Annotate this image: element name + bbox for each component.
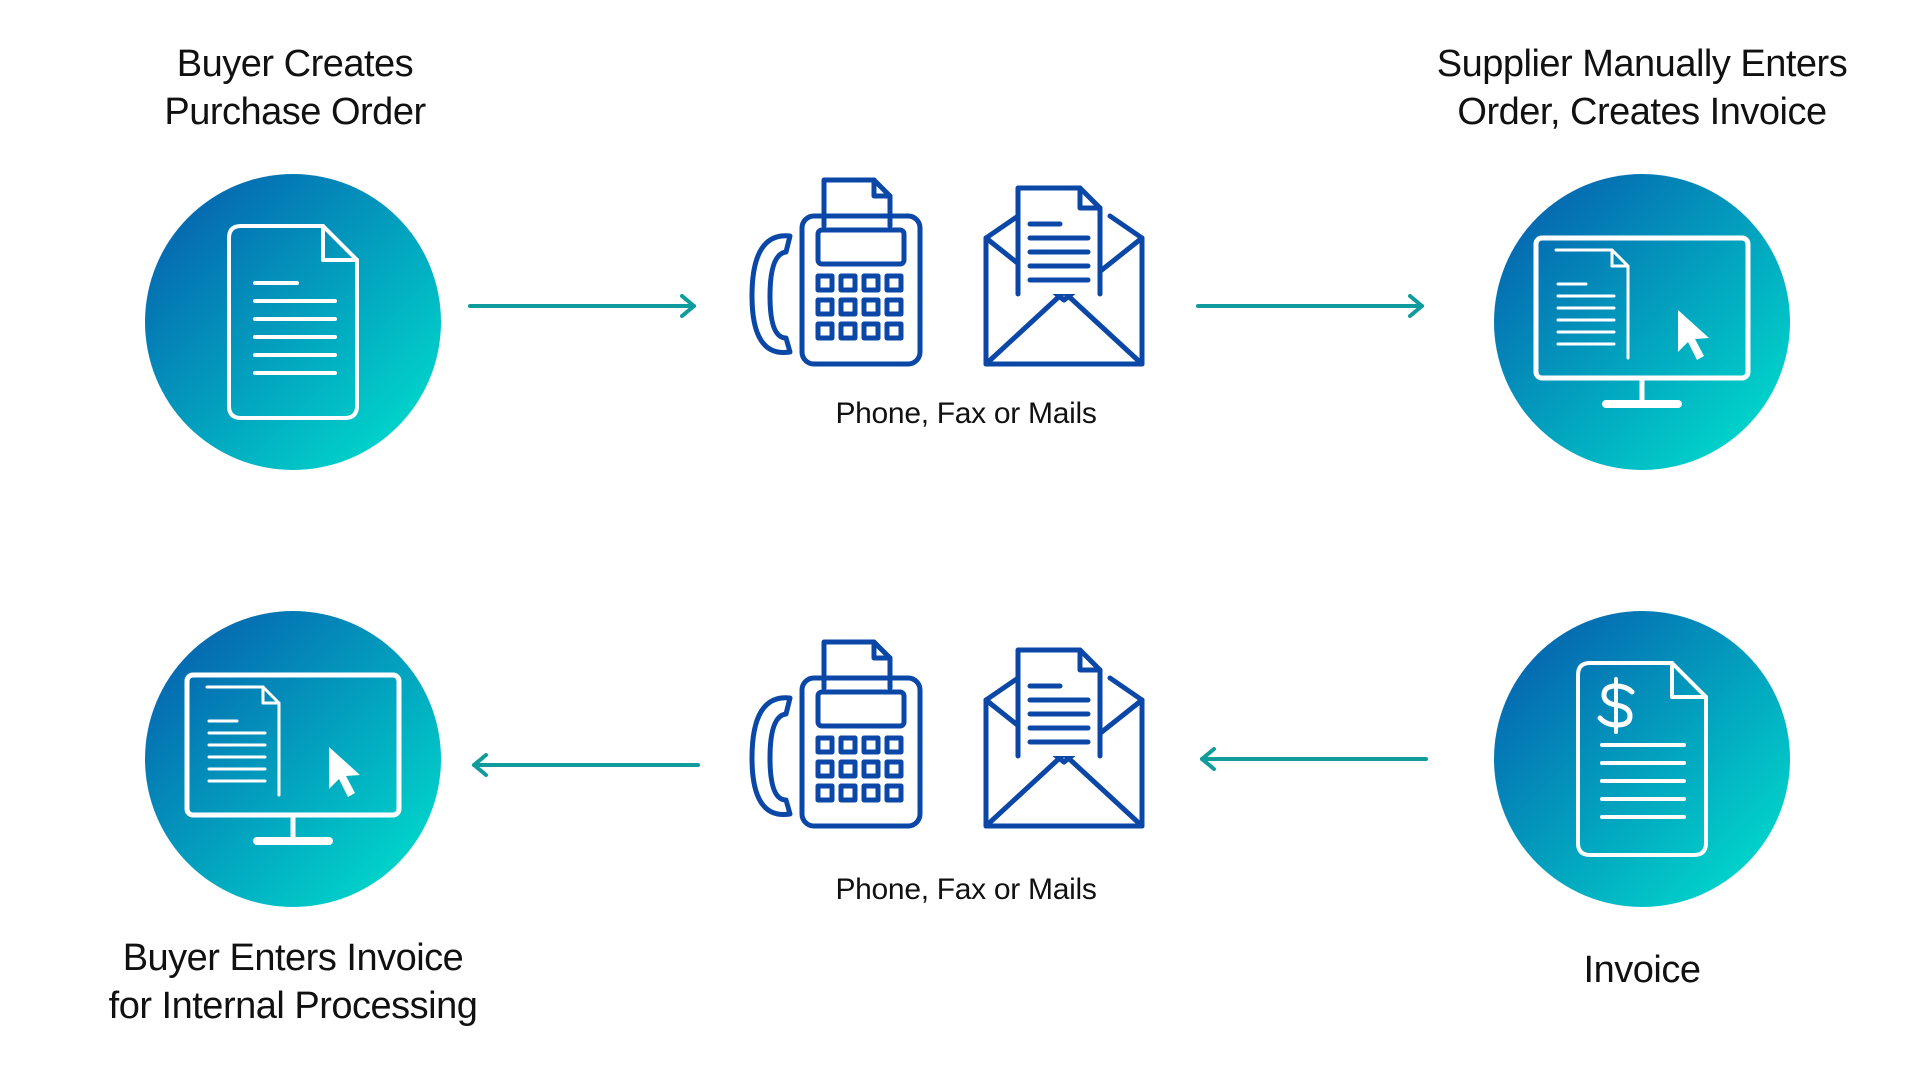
top-channel-caption: Phone, Fax or Mails	[835, 397, 1097, 430]
bottom-channel-caption: Phone, Fax or Mails	[835, 873, 1097, 906]
top-channel	[746, 176, 1146, 376]
arrow-invoice-to-channel	[1196, 747, 1428, 771]
buyer-invoice-circle	[145, 611, 441, 907]
invoice-node	[1494, 611, 1790, 907]
purchase-order-label: Buyer Creates Purchase Order	[145, 40, 445, 136]
supplier-invoice-circle	[1494, 174, 1790, 470]
cursor-icon	[1678, 310, 1709, 360]
mail-envelope-icon	[983, 647, 1145, 829]
purchase-order-label-line1: Buyer Creates	[176, 43, 414, 85]
supplier-invoice-label: Supplier Manually Enters Order, Creates …	[1432, 40, 1852, 136]
purchase-order-circle	[145, 174, 441, 470]
invoice-circle	[1494, 611, 1790, 907]
cursor-icon	[329, 747, 360, 797]
arrow-po-to-channel	[468, 294, 700, 318]
monitor-document-cursor-icon	[1533, 235, 1751, 408]
invoice-dollar-icon	[1576, 661, 1708, 857]
supplier-invoice-label-line2: Order, Creates Invoice	[1457, 91, 1827, 133]
fax-phone-icon	[749, 639, 923, 829]
arrow-channel-to-buyer	[468, 753, 700, 777]
invoice-label-line1: Invoice	[1583, 949, 1701, 991]
purchase-order-node	[145, 174, 441, 470]
document-icon	[227, 224, 359, 420]
fax-phone-icon	[749, 177, 923, 367]
buyer-invoice-node	[145, 611, 441, 907]
invoice-label: Invoice	[1492, 946, 1792, 994]
purchase-order-label-line2: Purchase Order	[164, 91, 426, 133]
buyer-invoice-label-line1: Buyer Enters Invoice	[122, 937, 464, 979]
bottom-channel	[746, 638, 1146, 838]
monitor-document-cursor-icon	[184, 672, 402, 845]
buyer-invoice-label-line2: for Internal Processing	[108, 985, 478, 1027]
supplier-invoice-label-line1: Supplier Manually Enters	[1436, 43, 1848, 85]
buyer-invoice-label: Buyer Enters Invoice for Internal Proces…	[95, 934, 491, 1030]
supplier-invoice-node	[1494, 174, 1790, 470]
arrow-channel-to-supplier	[1196, 294, 1428, 318]
mail-envelope-icon	[983, 185, 1145, 367]
